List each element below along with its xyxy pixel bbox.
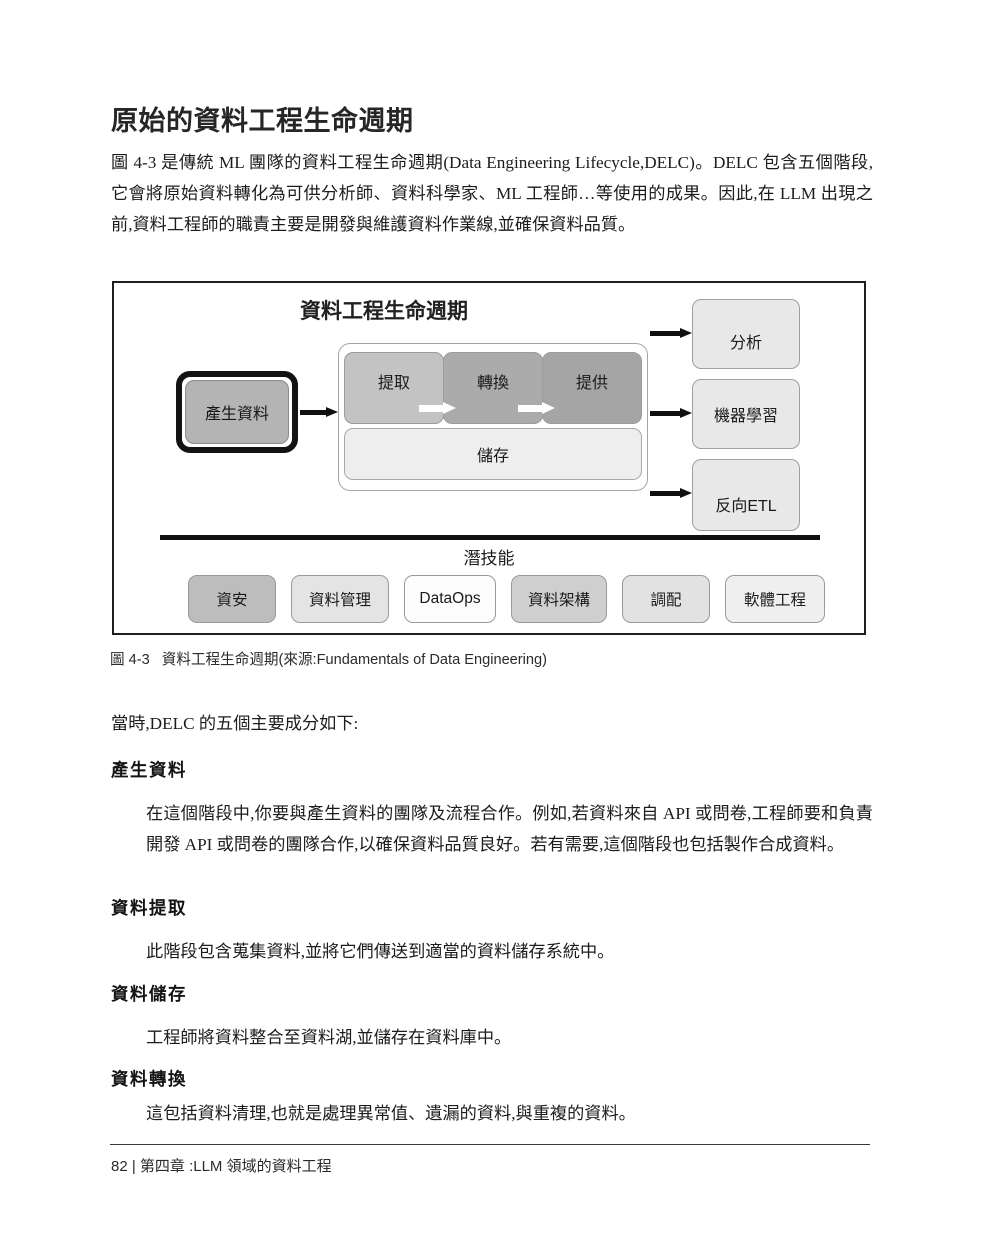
diagram-box-reverse-etl: 反向ETL: [692, 459, 800, 531]
diagram-box-analytics: 分析: [692, 299, 800, 369]
arrow-head: [542, 402, 555, 414]
arrow-shaft: [419, 405, 445, 412]
arrow-right-icon: [650, 328, 692, 339]
arrow-shaft: [650, 411, 681, 416]
arrow-right-icon: [650, 408, 692, 419]
figure-title-text: 資料工程生命週期: [300, 300, 468, 323]
arrow-shaft: [650, 331, 681, 336]
arrow-right-icon: [650, 488, 692, 499]
definition-term-data-transform: 資料轉換: [111, 1069, 187, 1089]
undercurrents-label-text: 潛技能: [463, 549, 515, 568]
arrow-head: [443, 402, 456, 414]
definition-body-generate-data: 在這個階段中,你要與產生資料的團隊及流程合作。例如,若資料來自 API 或問卷,…: [146, 804, 873, 854]
definition-body-data-ingestion: 此階段包含蒐集資料,並將它們傳送到適當的資料儲存系統中。: [146, 942, 615, 961]
diagram-pipeline-container: 提取 轉換 提供 儲存: [338, 343, 648, 491]
footer-divider: [110, 1144, 870, 1145]
diagram-box-generate-data-label: 產生資料: [185, 380, 289, 444]
arrow-head: [680, 328, 692, 338]
definition-body-data-storage: 工程師將資料整合至資料湖,並儲存在資料庫中。: [146, 1028, 512, 1047]
arrow-shaft: [300, 410, 327, 415]
figure-delc-diagram: 資料工程生命週期 產生資料 提取 轉換 提供 儲存: [112, 281, 866, 635]
figure-title: 資料工程生命週期: [114, 295, 864, 325]
arrow-right-icon: [300, 407, 338, 418]
figure-caption: 圖 4-3 資料工程生命週期(來源:Fundamentals of Data En…: [110, 648, 547, 669]
diagram-box-machine-learning: 機器學習: [692, 379, 800, 449]
undercurrent-software-engineering: 軟體工程: [725, 575, 825, 623]
definition-body-data-transform: 這包括資料清理,也就是處理異常值、遺漏的資料,與重複的資料。: [146, 1104, 636, 1123]
definition-term-data-storage: 資料儲存: [111, 984, 187, 1004]
diagram-box-generate-data: 產生資料: [176, 371, 298, 453]
definition-term-data-ingestion: 資料提取: [111, 898, 187, 918]
undercurrent-dataops: DataOps: [404, 575, 496, 623]
figure-caption-text: 資料工程生命週期(來源:Fundamentals of Data Enginee…: [161, 652, 547, 668]
arrow-right-white-icon: [419, 402, 457, 414]
arrow-head: [680, 408, 692, 418]
undercurrent-orchestration: 調配: [622, 575, 710, 623]
intro-paragraph: 圖 4-3 是傳統 ML 團隊的資料工程生命週期(Data Engineerin…: [111, 153, 873, 234]
definition-term-generate-data: 產生資料: [111, 760, 187, 780]
page-title: 原始的資料工程生命週期: [111, 106, 414, 136]
figure-caption-number: 圖 4-3: [110, 652, 150, 668]
arrow-head: [326, 407, 338, 417]
arrow-right-white-icon: [518, 402, 556, 414]
footer-page-info: 82 | 第四章 :LLM 領域的資料工程: [111, 1158, 332, 1175]
undercurrent-data-management: 資料管理: [291, 575, 389, 623]
undercurrent-security: 資安: [188, 575, 276, 623]
arrow-shaft: [650, 491, 681, 496]
undercurrent-data-architecture: 資料架構: [511, 575, 607, 623]
arrow-head: [680, 488, 692, 498]
arrow-shaft: [518, 405, 544, 412]
divider-line: [160, 535, 820, 540]
diagram-stage-serve: 提供: [542, 352, 642, 424]
undercurrents-label: 潛技能: [114, 544, 868, 569]
diagram-box-storage: 儲存: [344, 428, 642, 480]
lead-paragraph: 當時,DELC 的五個主要成分如下:: [111, 714, 359, 733]
